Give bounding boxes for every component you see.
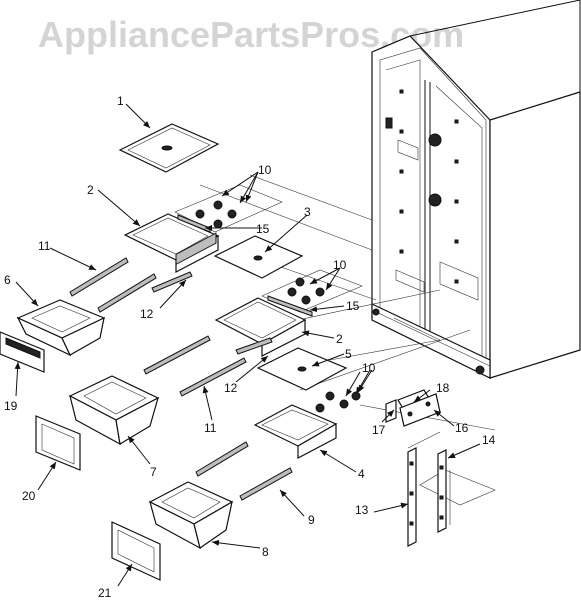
alignment-guide-lines <box>199 174 496 525</box>
callout-17: 17 <box>372 423 386 437</box>
part-7-crisper-drawer <box>68 375 160 446</box>
leader-lines <box>14 103 481 587</box>
callout-10: 10 <box>362 361 376 375</box>
callout-20: 20 <box>22 489 36 503</box>
callout-15: 15 <box>346 299 360 313</box>
callout-labels: 1 2 10 3 15 11 10 6 15 12 2 5 12 10 19 1… <box>4 94 496 600</box>
part-6-crisper-drawer <box>16 299 106 357</box>
callout-12: 12 <box>224 381 238 395</box>
callout-8: 8 <box>262 545 269 559</box>
callout-11: 11 <box>38 239 51 253</box>
callout-10: 10 <box>333 258 347 272</box>
parts-16-17-18-brackets <box>385 389 441 427</box>
part-20-drawer-front <box>35 415 81 471</box>
callout-2: 2 <box>336 332 343 346</box>
callout-21: 21 <box>98 586 112 600</box>
callout-3: 3 <box>304 205 311 219</box>
refrigerator-cabinet <box>371 0 581 379</box>
part-15-strips <box>177 214 313 317</box>
callout-19: 19 <box>4 399 18 413</box>
callout-5: 5 <box>345 347 352 361</box>
part-5-glass-panel <box>256 347 348 391</box>
callout-6: 6 <box>4 273 11 287</box>
part-2-middle-cover-frame <box>214 297 307 357</box>
callout-2: 2 <box>87 183 94 197</box>
part-2-upper-cover-frame <box>123 213 220 273</box>
callout-10: 10 <box>258 163 272 177</box>
part-4-lower-cover <box>253 404 338 459</box>
callout-11: 11 <box>204 421 217 435</box>
callout-15: 15 <box>256 222 270 236</box>
callout-13: 13 <box>355 503 369 517</box>
part-19-drawer-front <box>0 331 45 373</box>
part-1-shelf-cover <box>118 123 220 173</box>
callout-1: 1 <box>117 94 124 108</box>
part-3-glass-panel <box>213 235 304 279</box>
parts-13-14-trim-strips <box>407 447 447 547</box>
callout-9: 9 <box>308 513 315 527</box>
callout-12: 12 <box>140 307 154 321</box>
callout-16: 16 <box>455 421 469 435</box>
callout-4: 4 <box>358 467 365 481</box>
callout-7: 7 <box>150 465 157 479</box>
part-10-rollers <box>174 184 363 413</box>
part-21-drawer-front <box>111 521 161 581</box>
callout-18: 18 <box>436 381 450 395</box>
slide-rails <box>69 257 293 501</box>
callout-14: 14 <box>482 433 496 447</box>
part-8-crisper-drawer <box>148 481 234 550</box>
